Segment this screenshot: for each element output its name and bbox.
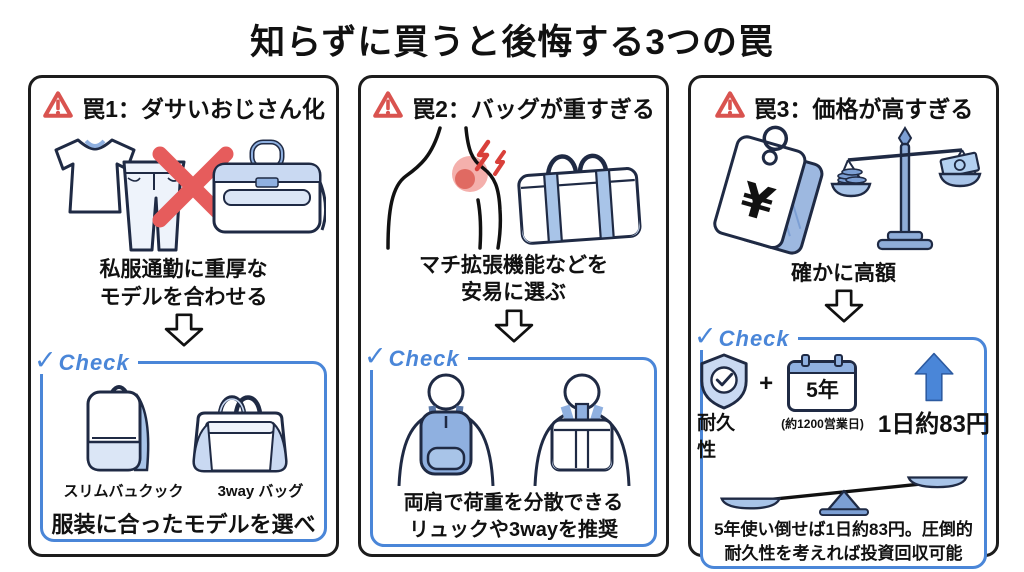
shield-check-icon (700, 353, 748, 410)
calendar-ring (834, 354, 844, 368)
shoulder-pain-icon (385, 126, 506, 250)
check-label: ✓ Check (364, 340, 468, 371)
panel-2-header: 罠2：バッグが重すぎる (372, 90, 655, 124)
panel-2-caption: マチ拡張機能などを 安易に選ぶ (419, 254, 608, 305)
panel-1-illustration (42, 124, 326, 254)
panel-1-check-illustration (76, 378, 292, 476)
daily-cost-value: 1日約83円 (877, 411, 990, 439)
check-icon: ✓ (694, 321, 717, 352)
calendar-header (790, 363, 855, 375)
item-label: スリムバュクック (63, 483, 184, 500)
daily-cost-block: 1日約83円 (878, 352, 990, 439)
check-label: ✓ Check (694, 321, 798, 352)
panel-trap-2: 罠2：バッグが重すぎる (358, 75, 669, 557)
panel-1-check-box: ✓ Check (34, 347, 327, 542)
up-arrow-icon (914, 353, 954, 402)
briefcase-icon (212, 139, 326, 234)
panel-1-title: 罠1：ダサいおじさん化 (82, 96, 325, 122)
check-icon: ✓ (364, 340, 387, 371)
warning-triangle-icon (42, 90, 74, 124)
panel-3-check-box: ✓ Check 耐久性 + (694, 323, 990, 569)
panels-row: 罠1：ダサいおじさん化 (28, 75, 999, 569)
panel-1-caption: 私服通勤に重厚な モデルを合わせる (99, 258, 268, 309)
calendar-years: 5年 (806, 379, 839, 403)
plus-sign: + (759, 370, 774, 398)
down-arrow-icon (822, 289, 866, 323)
item-label: 3way バッグ (217, 483, 304, 500)
panel-trap-1: 罠1：ダサいおじさん化 (28, 75, 339, 557)
panel-trap-3: 罠3：価格が高すぎる ¥ (688, 75, 999, 569)
balance-scale-icon (829, 126, 982, 251)
calendar-icon: 5年 (787, 354, 858, 413)
panel-1-recommendation: 服装に合ったモデルを選べ (51, 512, 316, 537)
durability-block: 耐久性 (697, 352, 751, 462)
calendar-ring (801, 354, 811, 368)
durability-label: 耐久性 (697, 413, 736, 462)
page-title: 知らずに買うと後悔する3つの罠 (250, 23, 774, 62)
panel-3-caption: 確かに高額 (791, 262, 896, 285)
panel-2-check-box: ✓ Check (364, 342, 657, 547)
slim-backpack-icon (86, 385, 149, 472)
down-arrow-icon (162, 313, 206, 347)
panel-3-title: 罠3：価格が高すぎる (753, 96, 974, 122)
threeway-bag-icon (191, 395, 288, 473)
panel-3-header: 罠3：価格が高すぎる (714, 90, 974, 124)
panel-2-title: 罠2：バッグが重すぎる (412, 96, 655, 122)
backpack-wearer-icon (397, 373, 494, 486)
panel-3-illustration: ¥ (702, 124, 986, 258)
check-label: ✓ Check (34, 347, 138, 374)
price-tag-icon: ¥ (712, 125, 823, 255)
panel-1-header: 罠1：ダサいおじさん化 (42, 90, 325, 124)
panel-2-illustration (372, 124, 656, 250)
tshirt-icon (54, 138, 135, 214)
seesaw-icon (713, 464, 975, 517)
warning-triangle-icon (714, 90, 746, 124)
threeway-wearer-icon (533, 373, 630, 486)
warning-triangle-icon (372, 90, 404, 124)
down-arrow-icon (492, 309, 536, 343)
panel-2-recommendation: 両肩で荷重を分散できる リュックや3wayを推奨 (403, 491, 624, 541)
years-block: 5年 (約1200営業日) (781, 352, 864, 432)
panel-3-recommendation: 5年使い倒せば1日約83円。圧倒的 耐久性を考えれば投資回収可能 (714, 520, 973, 564)
heavy-bag-icon (516, 153, 641, 245)
check-icon: ✓ (34, 345, 57, 375)
panel-3-value-row: 耐久性 + 5年 (約1200営業日) (697, 352, 990, 462)
business-days-note: (約1200営業日) (781, 417, 864, 432)
panel-2-check-illustration (387, 370, 641, 486)
panel-1-item-labels: スリムバュクック 3way バッグ (43, 480, 324, 501)
